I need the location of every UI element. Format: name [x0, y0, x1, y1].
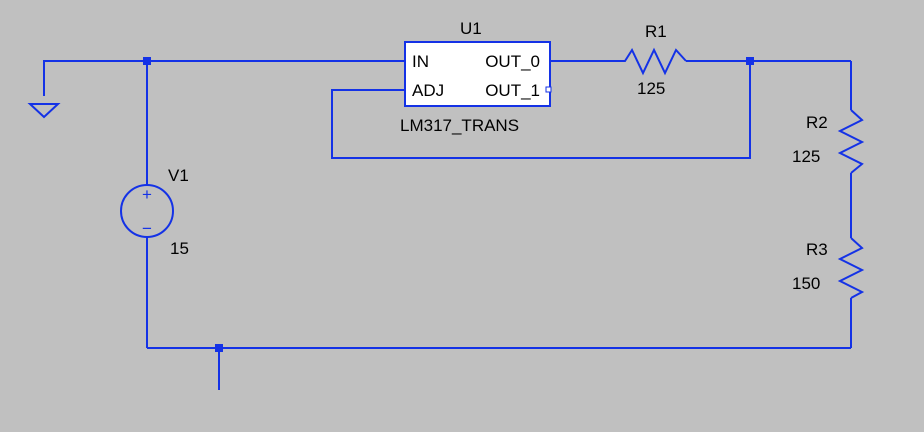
r3-zigzag	[837, 237, 865, 299]
ground-icon[interactable]	[27, 103, 61, 119]
resistor-icon[interactable]	[618, 47, 687, 76]
junction-dot	[143, 57, 151, 65]
wires	[43, 60, 852, 390]
wire-ground-to-in[interactable]	[43, 60, 405, 96]
junctions	[143, 57, 754, 352]
r1-value-label: 125	[637, 79, 665, 98]
r1-zigzag	[618, 47, 687, 76]
r2-zigzag	[837, 109, 865, 174]
r2-value-label: 125	[792, 147, 820, 166]
u1-pin-in: IN	[412, 52, 429, 71]
r2-ref-label: R2	[806, 113, 828, 132]
u1-part-label: LM317_TRANS	[400, 116, 519, 135]
out1-pin-marker	[545, 86, 552, 93]
v1-value-label: 15	[170, 239, 189, 258]
u1-pin-adj: ADJ	[412, 81, 444, 100]
u1-regulator-block[interactable]	[404, 41, 552, 107]
junction-dot	[746, 57, 754, 65]
v1-ref-label: V1	[168, 166, 189, 185]
v1-minus-sign: −	[142, 219, 152, 238]
voltage-source-icon[interactable]: + −	[120, 184, 174, 238]
v1-plus-sign: +	[142, 185, 152, 204]
resistor-icon[interactable]	[837, 237, 865, 299]
resistor-icon[interactable]	[837, 109, 865, 174]
u1-pin-out0: OUT_0	[485, 52, 540, 71]
r3-ref-label: R3	[806, 240, 828, 259]
r1-ref-label: R1	[645, 22, 667, 41]
r3-value-label: 150	[792, 274, 820, 293]
u1-pin-out1: OUT_1	[485, 81, 540, 100]
wire-node-to-adj[interactable]	[331, 61, 751, 159]
u1-ref-label: U1	[460, 19, 482, 38]
junction-dot	[215, 344, 223, 352]
